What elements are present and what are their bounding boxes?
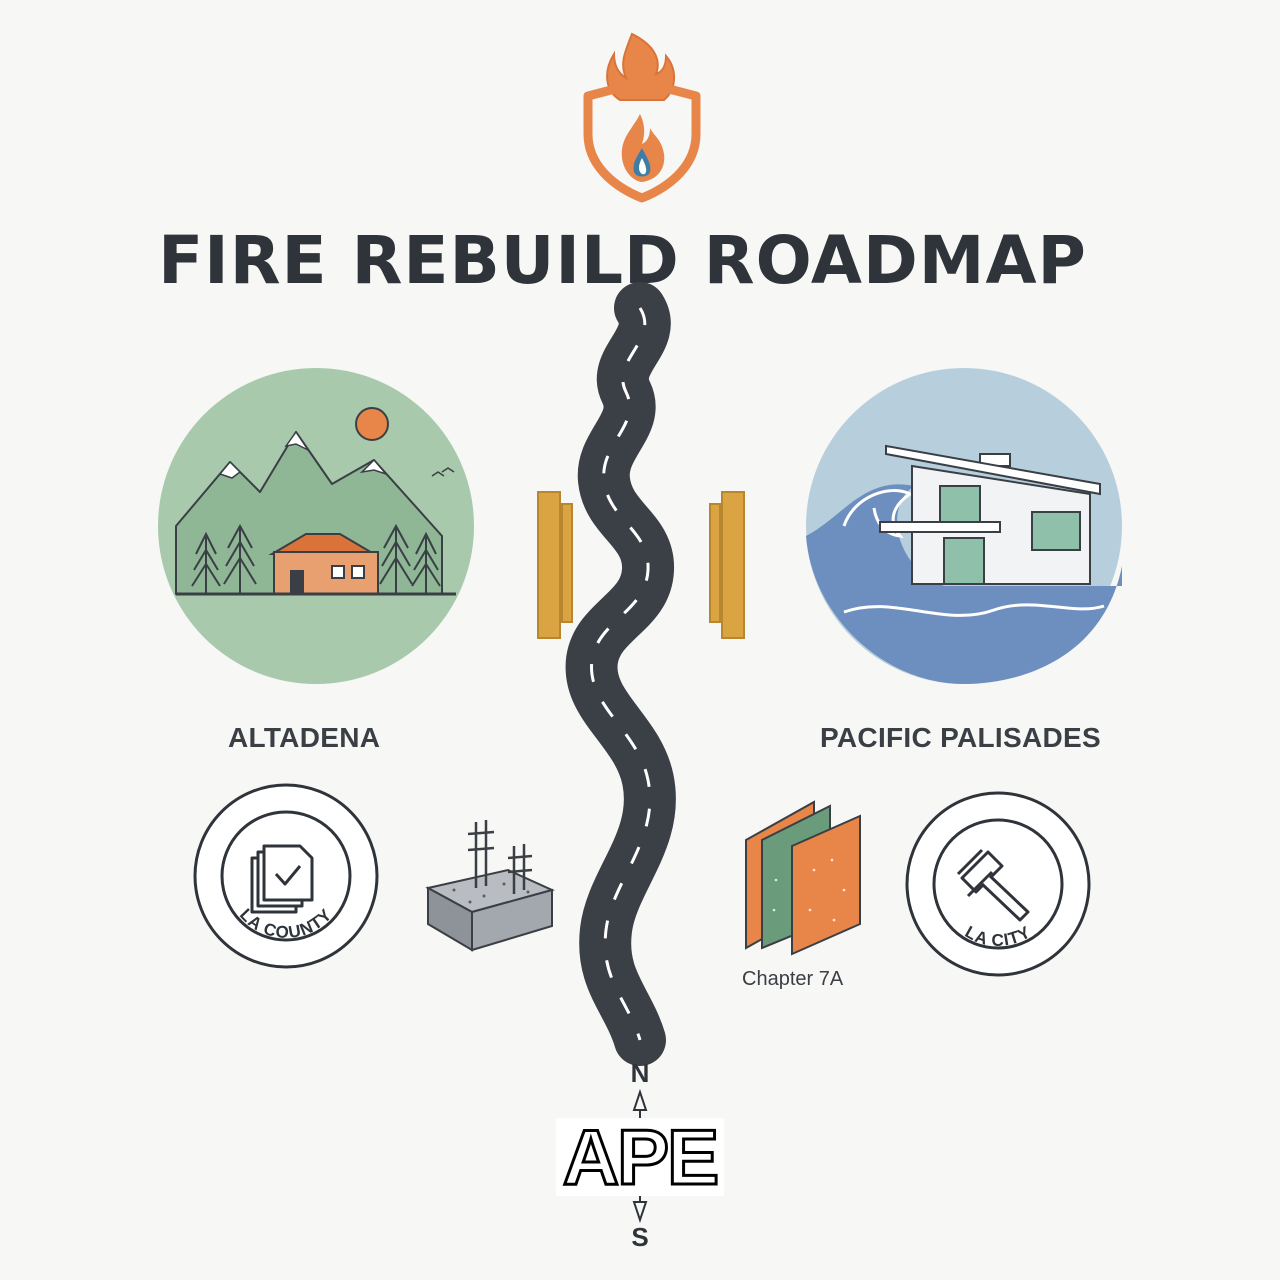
pillar-icon: [709, 491, 745, 639]
mountain-landscape-icon: [158, 368, 474, 684]
compass-arrows-icon: [632, 1088, 648, 1224]
ape-logo: APE: [556, 1117, 724, 1198]
fire-shield-icon: [583, 32, 701, 203]
compass-north: N: [630, 1058, 650, 1088]
pillar-icon: [537, 491, 573, 639]
siding-panels-icon: [745, 800, 861, 956]
gavel-icon: [956, 848, 1030, 922]
chapter-7a-label: Chapter 7A: [742, 968, 844, 990]
coastal-house-icon: [806, 368, 1122, 684]
region-label-pacific-palisades: PACIFIC PALISADES: [820, 722, 1101, 753]
foundation-icon: [425, 820, 555, 952]
la-city-badge: LA CITY: [905, 791, 1091, 977]
la-county-badge: LA COUNTY: [193, 783, 379, 969]
compass-south: S: [631, 1222, 649, 1252]
page-title: FIRE REBUILD ROADMAP: [158, 222, 1087, 299]
region-label-altadena: ALTADENA: [228, 722, 381, 753]
documents-check-icon: [250, 844, 314, 914]
